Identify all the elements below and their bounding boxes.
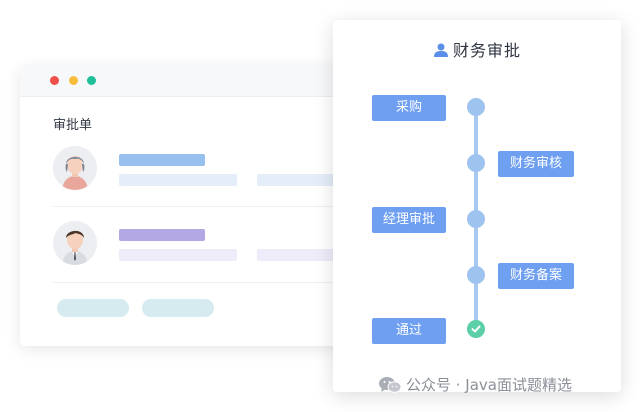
divider <box>53 206 353 207</box>
title-placeholder-bar <box>119 154 205 166</box>
title-placeholder-bar <box>119 229 205 241</box>
user-icon <box>433 42 449 58</box>
watermark: 公众号 · Java面试题精选 <box>378 374 572 396</box>
action-pill-button[interactable] <box>142 299 214 317</box>
approval-list-window: 审批单 <box>20 66 360 346</box>
text-placeholder-bar <box>119 249 237 261</box>
action-pill-button[interactable] <box>57 299 129 317</box>
panel-title: 财务审批 <box>333 37 621 61</box>
list-item[interactable] <box>53 146 353 194</box>
maximize-dot[interactable] <box>87 76 96 85</box>
list-item[interactable] <box>53 221 353 269</box>
avatar-female-icon <box>53 146 97 190</box>
timeline-node <box>467 266 485 284</box>
timeline-node <box>467 210 485 228</box>
minimize-dot[interactable] <box>69 76 78 85</box>
step-finance-filing[interactable]: 财务备案 <box>498 263 574 289</box>
text-placeholder-bar <box>257 174 353 186</box>
text-placeholder-bar <box>119 174 237 186</box>
check-icon <box>467 320 485 338</box>
approval-flow-panel: 财务审批 采购 财务审核 经理审批 财务备案 通过 <box>333 20 621 392</box>
close-dot[interactable] <box>50 76 59 85</box>
step-purchase[interactable]: 采购 <box>372 95 446 121</box>
watermark-text: 公众号 · Java面试题精选 <box>406 376 572 394</box>
step-finance-review[interactable]: 财务审核 <box>498 151 574 177</box>
window-titlebar <box>20 66 360 97</box>
wechat-icon <box>378 376 402 394</box>
text-placeholder-bar <box>257 249 353 261</box>
panel-title-text: 财务审批 <box>452 41 521 60</box>
divider <box>53 282 353 283</box>
timeline-node <box>467 154 485 172</box>
timeline-node <box>467 98 485 116</box>
list-title: 审批单 <box>53 118 93 133</box>
step-approved[interactable]: 通过 <box>372 318 446 344</box>
step-manager-approval[interactable]: 经理审批 <box>372 207 446 233</box>
avatar-male-icon <box>53 221 97 265</box>
